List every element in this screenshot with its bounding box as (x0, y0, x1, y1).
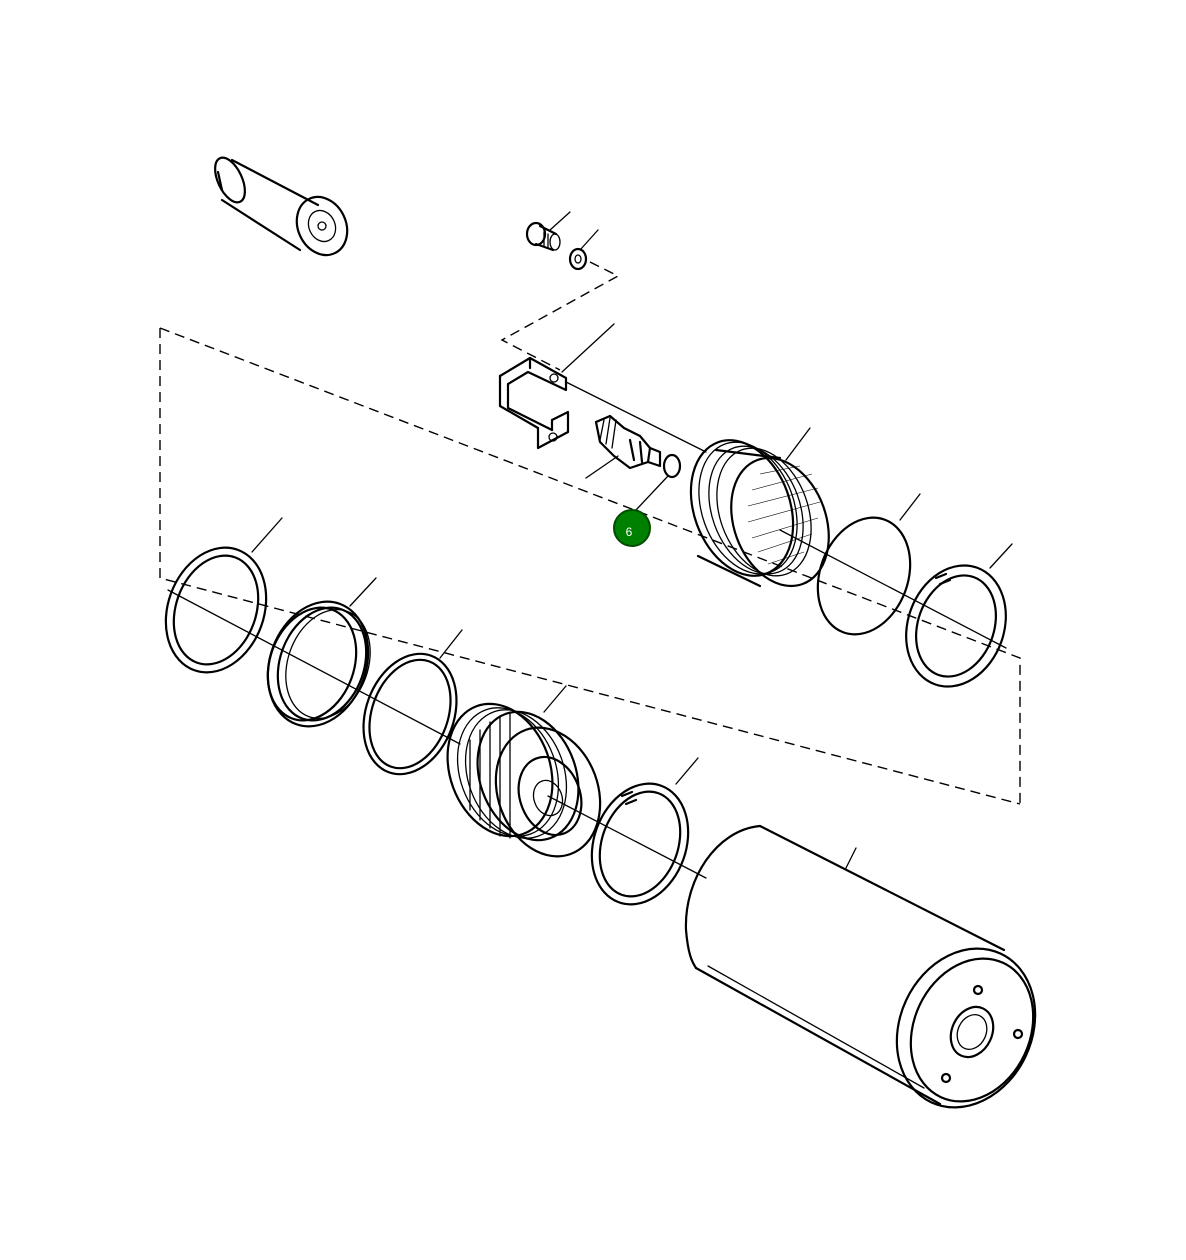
leader-line-barrel (845, 847, 857, 869)
leader-line-end-cap (785, 427, 811, 461)
large-o-ring-part (816, 516, 912, 636)
leader-line-bracket (561, 323, 615, 373)
leader-line-bolt (549, 211, 571, 231)
washer-part (568, 247, 588, 271)
leader-line-backup-ring-right (989, 543, 1013, 569)
leader-line-ring-b (349, 577, 377, 607)
barrel-part (684, 824, 1037, 1109)
small-o-ring-part (662, 453, 682, 479)
leader-line-small-o-ring (635, 475, 669, 511)
callout-circle[interactable] (613, 509, 651, 547)
axis-line-lower (167, 589, 707, 879)
fitting-part (594, 414, 662, 470)
leader-line-piston (543, 685, 567, 713)
bracket-part (498, 356, 570, 450)
piston-part (446, 702, 602, 858)
leader-line-backup-ring-lower (675, 757, 699, 785)
leader-line-fitting (585, 455, 619, 479)
assembly-boundary-lines (159, 327, 1021, 805)
ring-a-part (164, 546, 268, 674)
ring-b-part (266, 600, 371, 728)
leader-line-ring-a (251, 517, 283, 553)
callout-label[interactable]: 6 (626, 525, 633, 539)
leader-line-large-o-ring (899, 493, 921, 521)
backup-ring-right-part (905, 564, 1007, 688)
callout-badge[interactable]: 6 (613, 509, 651, 547)
ring-c-part (362, 652, 458, 776)
end-cap-part (689, 439, 830, 588)
bolt-part (525, 221, 561, 252)
assembly-line-bracket (500, 261, 620, 371)
leader-line-washer (579, 229, 599, 251)
backup-ring-lower-part (590, 782, 690, 906)
small-cylinder-part (214, 156, 349, 257)
leader-line-ring-c (439, 629, 463, 659)
axis-line-upper (565, 381, 1007, 649)
